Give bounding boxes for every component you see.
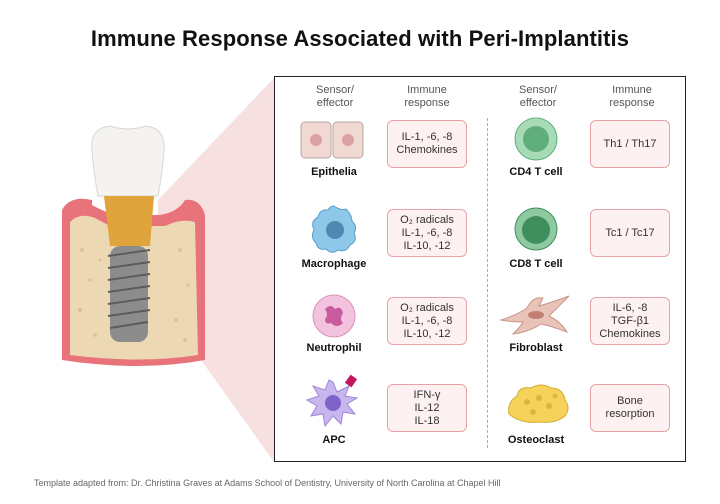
cell-label: Neutrophil <box>306 342 362 354</box>
tooth-crown <box>91 125 165 197</box>
cell-label: Fibroblast <box>509 342 563 354</box>
epithelia-icon <box>300 121 364 159</box>
column-divider <box>487 118 488 448</box>
implant-screw <box>110 246 148 342</box>
cd8-t-cell-icon <box>514 207 558 251</box>
macrophage-icon <box>311 205 357 253</box>
implant-abutment <box>104 196 154 246</box>
cell-label: Macrophage <box>301 258 367 270</box>
cell-label: CD8 T cell <box>509 258 563 270</box>
response-box: Th1 / Th17 <box>590 120 670 168</box>
fibroblast-icon <box>499 295 570 335</box>
header-right-sensor: Sensor/effector <box>519 84 557 109</box>
response-box: Tc1 / Tc17 <box>590 209 670 257</box>
neutrophil-icon <box>312 294 356 338</box>
cell-label: Epithelia <box>311 166 357 178</box>
cell-label: Osteoclast <box>507 434 565 446</box>
zoom-wedge <box>158 78 274 462</box>
osteoclast-icon <box>508 384 569 423</box>
cell-label: CD4 T cell <box>509 166 563 178</box>
diagram-title: Immune Response Associated with Peri-Imp… <box>90 26 630 51</box>
cd4-t-cell-icon <box>514 117 558 161</box>
apc-icon <box>305 374 359 428</box>
attribution-footer: Template adapted from: Dr. Christina Gra… <box>34 478 501 488</box>
implant-illustration <box>62 78 274 462</box>
cell-label: APC <box>322 434 346 446</box>
header-left-sensor: Sensor/effector <box>316 84 354 109</box>
